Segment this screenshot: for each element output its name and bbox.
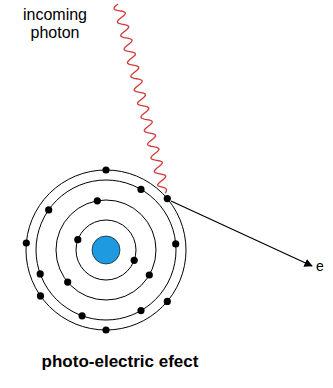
electron — [23, 239, 30, 246]
electron — [74, 236, 81, 243]
electron — [146, 271, 153, 278]
orbit — [36, 180, 176, 320]
electron — [102, 326, 109, 333]
electron — [172, 240, 179, 247]
electron — [131, 257, 138, 264]
electron — [37, 270, 44, 277]
electron-label: e — [316, 258, 330, 274]
caption: photo-electric efect — [10, 352, 230, 371]
nucleus — [92, 236, 120, 264]
electron — [79, 312, 86, 319]
orbit — [76, 220, 136, 280]
electron — [137, 307, 144, 314]
orbit — [56, 200, 156, 300]
photon-wave — [114, 4, 167, 193]
orbit — [26, 170, 186, 330]
electron — [164, 298, 171, 305]
photon-label: incoming photon — [10, 6, 100, 42]
electron — [94, 197, 101, 204]
electron — [37, 292, 44, 299]
electron — [164, 195, 171, 202]
electron-path-arrow — [171, 201, 312, 266]
electron — [45, 206, 52, 213]
electron — [137, 186, 144, 193]
electron — [102, 166, 109, 173]
electron — [64, 279, 71, 286]
